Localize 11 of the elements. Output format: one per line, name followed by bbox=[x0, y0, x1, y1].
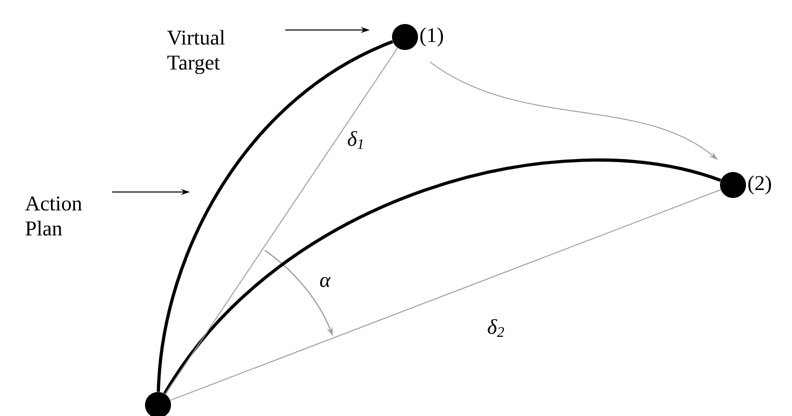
node-text: Action Plan bbox=[25, 196, 82, 236]
dot-label: (1) bbox=[420, 27, 443, 47]
curve bbox=[163, 158, 722, 394]
edge-label: δ$_{2}$ bbox=[488, 319, 504, 337]
dot bbox=[720, 172, 746, 198]
edge-label: δ$_{1}$ bbox=[348, 131, 363, 149]
angle-label: α bbox=[320, 276, 331, 288]
dot bbox=[392, 24, 418, 50]
node-text: Virtual Target bbox=[167, 30, 225, 74]
dot-label: (2) bbox=[748, 175, 771, 195]
line bbox=[170, 189, 722, 401]
